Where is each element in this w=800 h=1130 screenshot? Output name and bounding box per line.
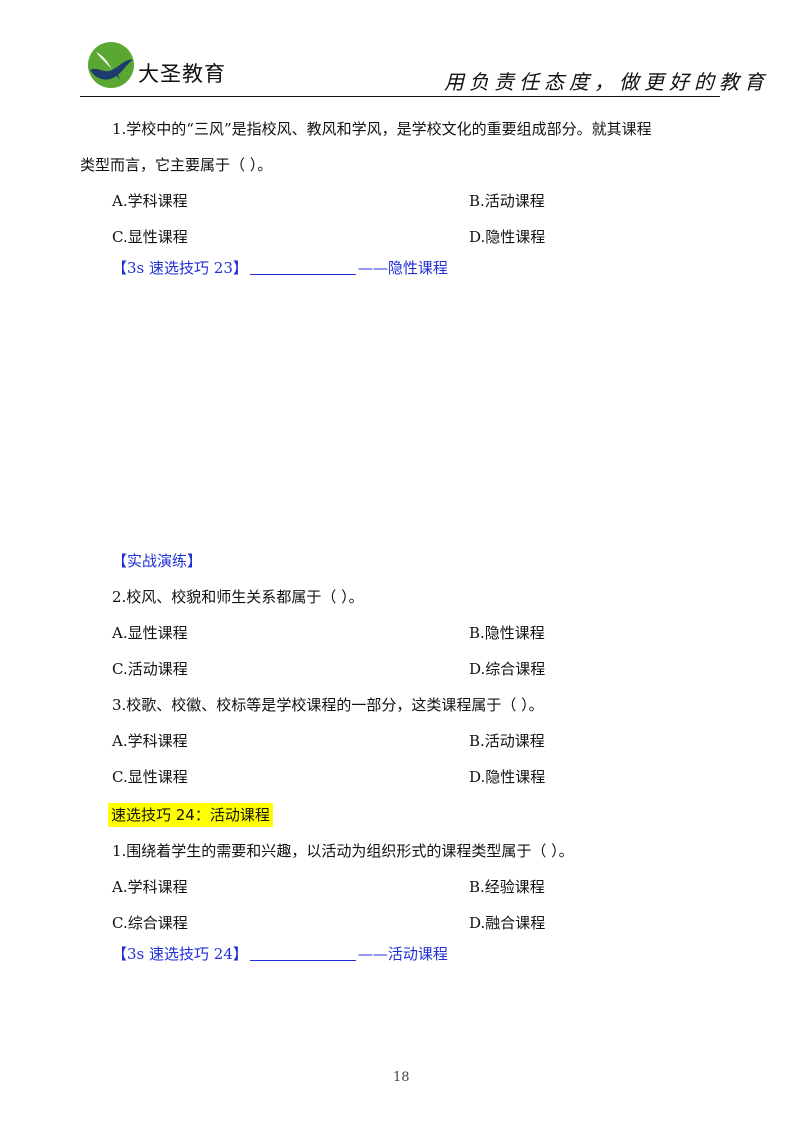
question-1-line2: 类型而言，它主要属于（ ）。 xyxy=(80,156,273,174)
swallow-logo-icon xyxy=(88,42,134,88)
option-c: C.显性课程 xyxy=(112,228,188,246)
practice-heading: 【实战演练】 xyxy=(112,552,203,570)
question-1-line1: 1.学校中的“三风”是指校风、教风和学风，是学校文化的重要组成部分。就其课程 xyxy=(112,120,652,138)
tip-24-answer: ——活动课程 xyxy=(357,945,448,963)
option-d: D.融合课程 xyxy=(469,914,546,932)
header-slogan: 用负责任态度，做更好的教育 xyxy=(444,70,769,94)
tip-24-label: 【3s 速选技巧 24】 xyxy=(112,945,248,963)
header-divider xyxy=(80,96,720,97)
question-24-1: 1.围绕着学生的需要和兴趣，以活动为组织形式的课程类型属于（ ）。 xyxy=(112,842,574,860)
option-c: C.综合课程 xyxy=(112,914,188,932)
question-3: 3.校歌、校徽、校标等是学校课程的一部分，这类课程属于（ ）。 xyxy=(112,696,544,714)
tip-23: 【3s 速选技巧 23】 ——隐性课程 xyxy=(112,258,448,278)
option-b: B.活动课程 xyxy=(469,192,545,210)
brand-name: 大圣教育 xyxy=(138,62,226,86)
option-a: A.学科课程 xyxy=(112,878,188,896)
answer-blank xyxy=(249,945,356,961)
option-d: D.综合课程 xyxy=(469,660,546,678)
option-d: D.隐性课程 xyxy=(469,228,546,246)
answer-blank xyxy=(249,259,356,275)
tip-23-label: 【3s 速选技巧 23】 xyxy=(112,259,248,277)
option-b: B.经验课程 xyxy=(469,878,545,896)
page-number: 18 xyxy=(393,1070,410,1085)
option-b: B.隐性课程 xyxy=(469,624,545,642)
option-a: A.学科课程 xyxy=(112,192,188,210)
question-2: 2.校风、校貌和师生关系都属于（ ）。 xyxy=(112,588,364,606)
section-title-24: 速选技巧 24：活动课程 xyxy=(108,803,273,827)
logo xyxy=(86,40,136,90)
tip-24: 【3s 速选技巧 24】 ——活动课程 xyxy=(112,944,448,964)
tip-23-answer: ——隐性课程 xyxy=(357,259,448,277)
option-c: C.活动课程 xyxy=(112,660,188,678)
option-c: C.显性课程 xyxy=(112,768,188,786)
option-a: A.显性课程 xyxy=(112,624,188,642)
option-a: A.学科课程 xyxy=(112,732,188,750)
option-b: B.活动课程 xyxy=(469,732,545,750)
option-d: D.隐性课程 xyxy=(469,768,546,786)
